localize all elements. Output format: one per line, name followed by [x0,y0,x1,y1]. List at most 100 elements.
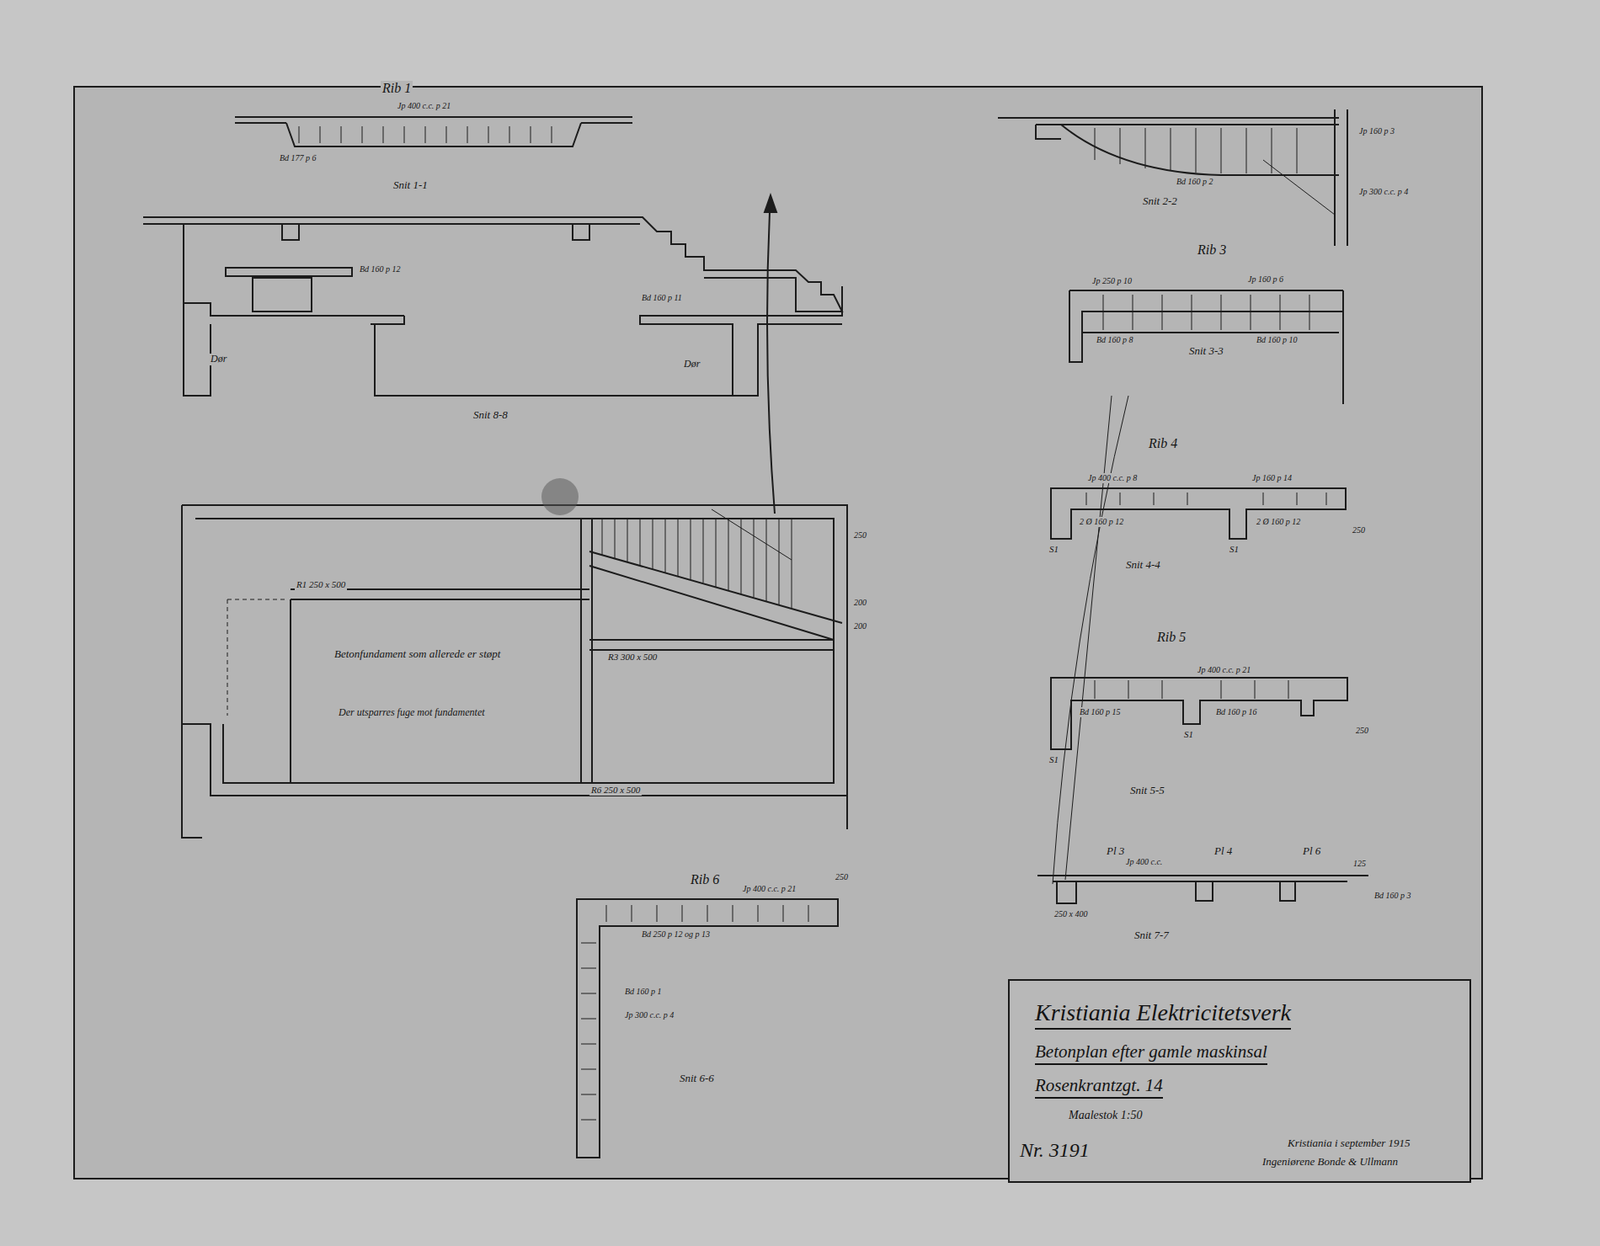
dimension-note: 2 Ø 160 p 12 [1077,517,1126,528]
title-text: Kristiania i september 1915 [1287,1137,1411,1151]
dimension-note: Dør [682,358,702,371]
wall-section [183,224,405,396]
dimension-note: Jp 160 p 3 [1357,126,1397,137]
section-title: Pl 4 [1212,845,1234,859]
dimension-note: 200 [852,597,869,608]
dimension-note: Bd 160 p 15 [1077,707,1123,718]
stirrups [1094,128,1297,174]
dimension-note: Jp 160 p 6 [1246,274,1286,285]
section-title: Snit 1-1 [391,179,430,192]
dimension-note: Bd 160 p 16 [1214,707,1259,718]
title-text: Nr. 3191 [1019,1139,1090,1163]
dimension-note: Bd 160 p 8 [1094,335,1136,346]
rib-section [1050,488,1346,539]
rib-section [576,899,838,1158]
section-title: Pl 6 [1301,845,1323,859]
dimension-note: Jp 250 p 10 [1090,276,1134,287]
stirrups [1086,492,1327,506]
dimension-note: 200 [852,621,869,632]
section-title: Snit 6-6 [677,1072,716,1086]
beam-section [282,224,590,240]
dimension-note: R6 250 x 500 [589,784,642,796]
dimension-note: Bd 160 p 10 [1254,335,1300,346]
dimension-note: 250 [833,872,850,883]
rib-section [1069,290,1344,405]
dimension-note: 250 x 400 [1052,909,1089,920]
rib-section [1050,677,1348,750]
stirrups [581,905,809,1120]
dimension-note: S1 [1227,544,1241,555]
dimension-note: R1 250 x 500 [294,579,347,591]
ink-stain [541,478,579,516]
title-text: Kristiania Elektricitetsverk [1034,999,1291,1030]
title-text: Maalestok 1:50 [1068,1109,1142,1123]
title-block: Kristiania ElektricitetsverkBetonplan ef… [1008,979,1472,1184]
hidden-line [227,599,287,716]
stair-line [711,509,792,560]
stirrups [1094,680,1289,699]
section-title: Rib 5 [1155,629,1188,646]
wall-line [374,324,376,396]
dimension-note: S1 [1047,544,1061,555]
dimension-note: 250 [1354,725,1371,736]
drawing-frame [74,86,1483,1179]
rib-section [234,117,633,147]
plan-beams [290,518,834,784]
section-title: Betonfundament som allerede er støpt [332,648,513,662]
section-title: Snit 4-4 [1124,559,1163,572]
stirrups [298,126,552,144]
section-title: Rib 6 [688,872,721,888]
dimension-note: 125 [1351,858,1368,870]
section-title: Rib 1 [380,80,413,96]
dimension-note: Jp 160 p 14 [1250,473,1294,484]
sections [143,109,1369,1158]
section-title: Snit 8-8 [471,409,510,422]
section-arrow [767,195,775,514]
dimension-note: Jp 300 c.c. p 4 [623,1010,676,1021]
dimension-note: Jp 400 c.c. p 21 [1195,665,1253,676]
plan-foundation [181,724,848,838]
dimension-note: Bd 160 p 2 [1174,176,1216,187]
dimension-note: Jp 400 c.c. p 8 [1086,473,1139,484]
title-text: Rosenkrantzgt. 14 [1034,1075,1163,1099]
section-title: Snit 3-3 [1187,345,1226,358]
dimension-note: 250 [1350,525,1367,536]
foundation-section [374,286,843,396]
stair-treads [602,518,792,608]
dimension-note: Bd 160 p 1 [623,986,664,998]
section-title: Rib 3 [1195,242,1228,258]
dimension-note: Bd 250 p 12 og p 13 [640,929,712,940]
dimension-note: Bd 160 p 12 [357,264,403,275]
dimension-note: Jp 400 c.c. [1124,857,1164,868]
plan-walls [181,505,848,796]
title-text: Betonplan efter gamle maskinsal [1034,1041,1268,1066]
section-title: Snit 7-7 [1132,929,1171,943]
dimension-note: Jp 300 c.c. p 4 [1357,186,1410,198]
leader-line [1052,395,1129,885]
wall-section [1334,109,1348,246]
machine-base [252,277,312,312]
section-title: Snit 2-2 [1141,195,1179,208]
dimension-note: Der utsparres fuge mot fundamentet [336,707,534,720]
dimension-note: Bd 160 p 11 [640,293,684,304]
leader-line [1263,160,1335,215]
dimension-note: 250 [852,530,869,541]
dimension-note: Jp 400 c.c. p 21 [395,101,453,112]
dimension-note: R3 300 x 500 [606,651,659,663]
arrow-head [764,195,777,213]
section-title: Pl 3 [1104,845,1126,859]
dimension-note: Jp 400 c.c. p 21 [741,884,798,895]
slab-and-stair [143,217,843,312]
haunch-section [997,117,1339,176]
dimension-note: 2 Ø 160 p 12 [1254,517,1302,528]
stirrups [1103,294,1310,331]
section-title: Rib 4 [1146,436,1179,452]
dimension-note: S1 [1047,754,1061,766]
plate [225,267,352,277]
dimension-note: Bd 177 p 6 [277,153,319,164]
slab-section [1037,875,1369,904]
dimension-note: Dør [208,353,229,366]
section-title: Snit 5-5 [1128,784,1167,798]
